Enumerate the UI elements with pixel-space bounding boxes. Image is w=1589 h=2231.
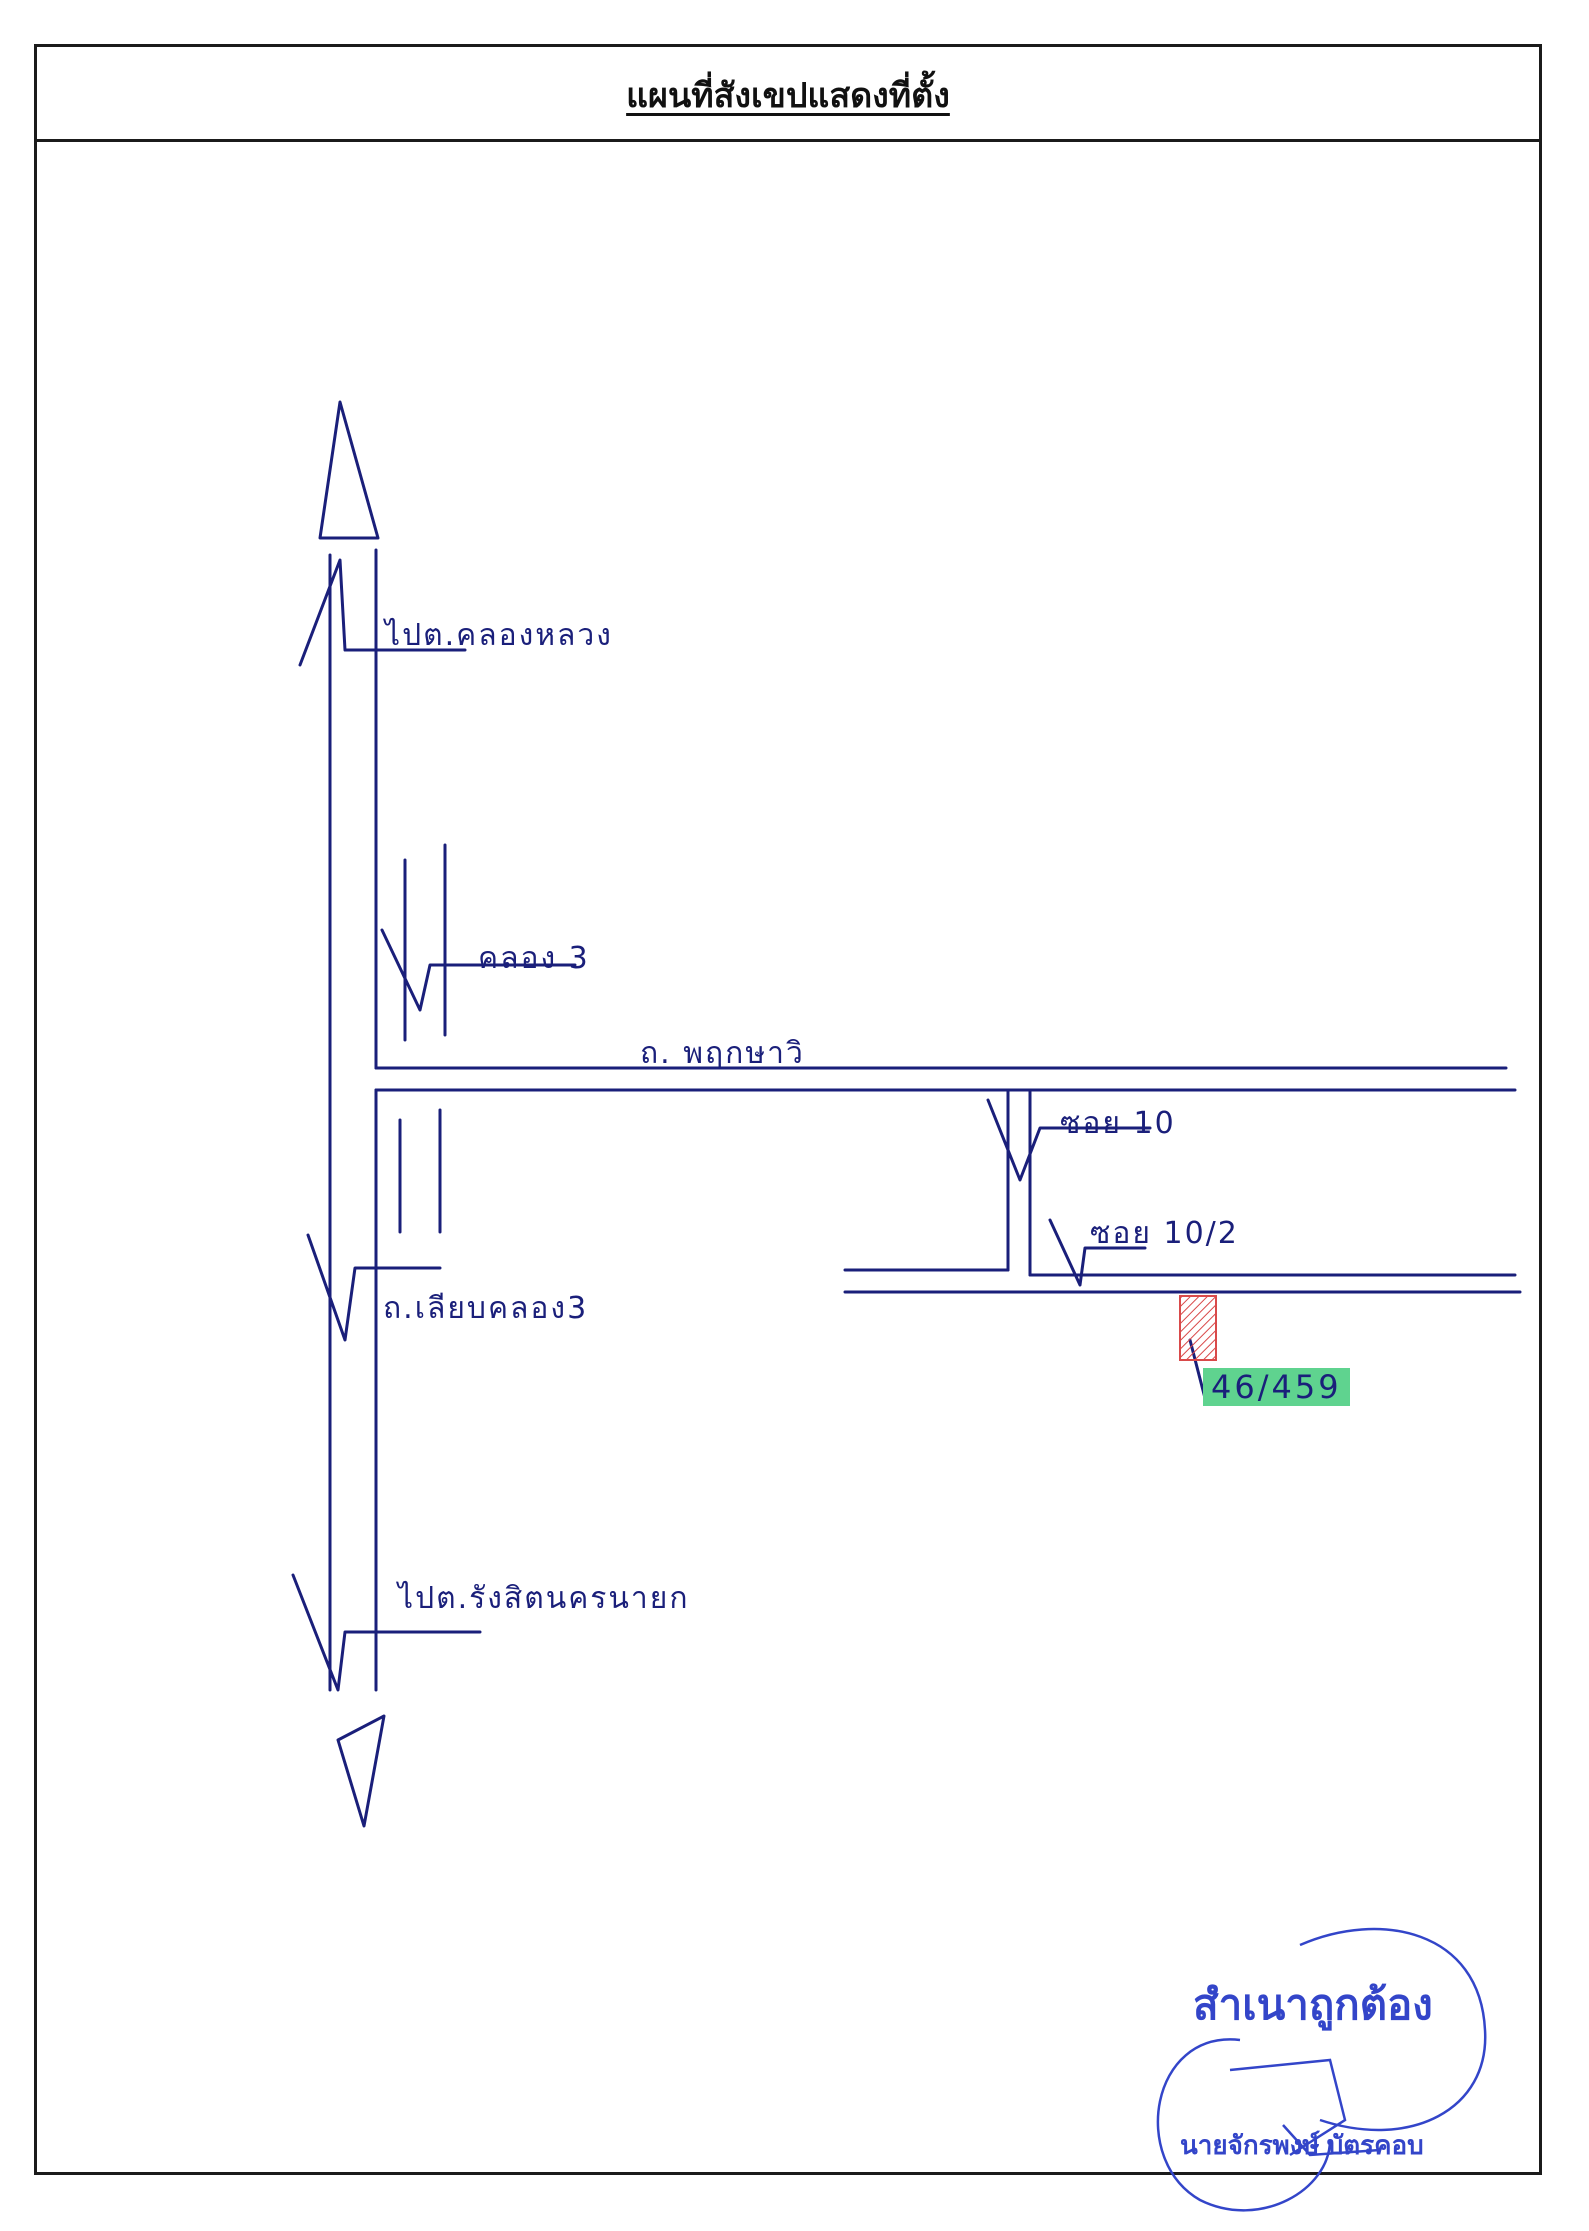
parcel-hatch: [1179, 1295, 1217, 1361]
leader-north-dest: [298, 558, 467, 667]
label-north-dest: ไปต.คลองหลวง: [385, 618, 613, 653]
label-canal: คลอง 3: [478, 941, 590, 976]
parcel-house-number: 46/459: [1203, 1368, 1350, 1406]
stamp-name: นายจักรพงษ์ บัตรคอบ: [1180, 2130, 1424, 2160]
stamp-outline: [1156, 1927, 1487, 2212]
label-south-dest: ไปต.รังสิตนครนายก: [398, 1581, 690, 1616]
leader-canal: [380, 928, 577, 1012]
label-soi-10-2: ซอย 10/2: [1090, 1216, 1239, 1251]
page-title: แผนที่สังเขปแสดงที่ตั้ง: [626, 76, 950, 116]
north-arrow-icon: [318, 400, 380, 540]
south-arrow-icon: [336, 1714, 386, 1828]
map-frame: แผนที่สังเขปแสดงที่ตั้ง: [34, 44, 1542, 2175]
title-band: แผนที่สังเขปแสดงที่ตั้ง: [37, 47, 1539, 142]
leader-south-dest: [291, 1573, 482, 1692]
leader-side-road: [306, 1233, 442, 1342]
stamp-certified: สำเนาถูกต้อง: [1193, 1981, 1433, 2028]
leader-soi10-2: [1048, 1218, 1147, 1287]
label-side-road: ถ.เลียบคลอง3: [383, 1291, 589, 1326]
leader-soi10: [986, 1098, 1152, 1182]
label-soi-10: ซอย 10: [1060, 1106, 1176, 1141]
label-main-road: ถ. พฤกษาวิ: [640, 1036, 805, 1071]
